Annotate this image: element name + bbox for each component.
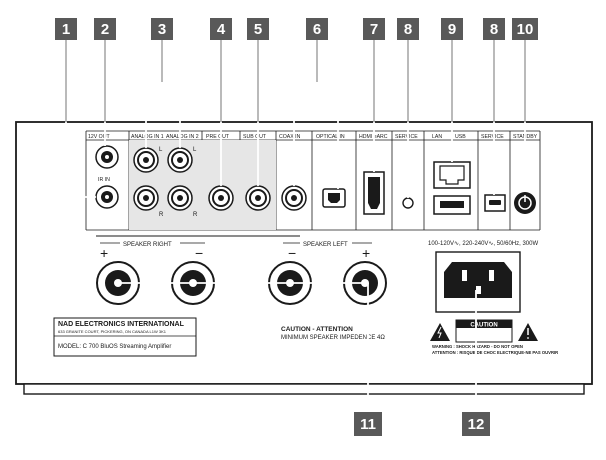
callout-1-number: 1: [62, 21, 70, 38]
rca-analog-in-2-l: [167, 147, 193, 173]
label-r-1: R: [159, 212, 164, 218]
label-analog-in-1: ANALOG IN 1: [131, 134, 164, 140]
rca-sub-out: [245, 185, 271, 211]
callout-7: 7: [363, 18, 385, 40]
callout-4-number: 4: [217, 21, 226, 38]
label-l-2: L: [193, 147, 197, 153]
warning-line-1: WARNING : SHOCK HAZARD - DO NOT OPEN: [432, 344, 523, 349]
callout-5-number: 5: [254, 21, 262, 38]
label-optical-in: OPTICAL IN: [316, 134, 345, 140]
speaker-left-label: SPEAKER LEFT: [303, 242, 348, 248]
warning-lightning-icon: [430, 323, 450, 341]
standby-button: [514, 192, 536, 214]
lan-port: [433, 161, 471, 189]
callout-9-number: 9: [448, 21, 456, 38]
rca-analog-in-1-l: [133, 147, 159, 173]
callout-6: 6: [306, 18, 328, 40]
callout-12-number: 12: [468, 416, 485, 433]
rca-coax-in: [281, 185, 307, 211]
power-rating-label: 100-120V∿, 220-240V∿, 50/60Hz, 300W: [428, 241, 538, 247]
caution-title: CAUTION - ATTENTION: [281, 326, 353, 333]
nameplate-company: NAD ELECTRONICS INTERNATIONAL: [58, 321, 185, 328]
callout-8a-number: 8: [404, 21, 412, 38]
label-pre-out: PRE OUT: [206, 134, 230, 140]
usb-port: [433, 195, 471, 215]
callout-11: 11: [354, 412, 382, 436]
label-coax-in: COAX IN: [279, 134, 301, 140]
callout-8b: 8: [483, 18, 505, 40]
leader-lines-dark: [65, 40, 526, 122]
callout-10-number: 10: [517, 21, 534, 38]
nameplate-address: 633 GRANITE COURT, PICKERING, ON CANADA …: [58, 329, 167, 334]
callout-10: 10: [512, 18, 538, 40]
label-analog-in-2: ANALOG IN 2: [166, 134, 199, 140]
nameplate: NAD ELECTRONICS INTERNATIONAL 633 GRANIT…: [53, 317, 197, 357]
nameplate-model: MODEL: C 700 BluOS Streaming Amplifier: [58, 344, 171, 350]
trigger-12v-jack: [95, 145, 119, 169]
callout-1: 1: [55, 18, 77, 40]
optical-port: [322, 188, 346, 208]
callout-8b-number: 8: [490, 21, 498, 38]
warning-line-2: ATTENTION : RISQUE DE CHOC ELECTRIQUE-NE…: [432, 350, 558, 355]
service-usb-port: [484, 194, 506, 212]
callout-11-number: 11: [360, 416, 376, 433]
speaker-left-minus: −: [288, 245, 296, 261]
callout-2: 2: [94, 18, 116, 40]
label-l-1: L: [159, 147, 163, 153]
ir-in-jack: [95, 185, 119, 209]
speaker-left-plus: +: [362, 245, 370, 261]
speaker-right-minus: −: [195, 245, 203, 261]
rca-pre-out: [208, 185, 234, 211]
speaker-right-label: SPEAKER RIGHT: [123, 242, 172, 248]
callout-5: 5: [247, 18, 269, 40]
callout-12: 12: [462, 412, 490, 436]
rca-analog-in-2-r: [167, 185, 193, 211]
label-lan: LAN: [432, 134, 442, 140]
label-sub-out: SUB OUT: [243, 134, 267, 140]
chassis-foot: [23, 383, 585, 395]
speaker-right-plus: +: [100, 245, 108, 261]
label-r-2: R: [193, 212, 198, 218]
callout-7-number: 7: [370, 21, 378, 38]
label-12v-out: 12V OUT: [88, 134, 110, 140]
label-ir-in: IR IN: [98, 177, 110, 183]
hdmi-port: [363, 171, 385, 215]
warning-block: CAUTION WARNING : SHOCK HAZARD - DO NOT …: [430, 319, 558, 355]
callout-3: 3: [151, 18, 173, 40]
label-service-2: SERVICE: [481, 134, 504, 140]
ac-power-inlet: [435, 251, 521, 313]
callout-2-number: 2: [101, 21, 109, 38]
callout-6-number: 6: [313, 21, 321, 38]
callout-4: 4: [210, 18, 232, 40]
service-pinhole: [402, 197, 414, 209]
callout-3-number: 3: [158, 21, 166, 38]
label-service-1: SERVICE: [395, 134, 418, 140]
callout-9: 9: [441, 18, 463, 40]
callout-8a: 8: [397, 18, 419, 40]
label-usb: USB: [455, 134, 466, 140]
caution-impedance: MINIMUM SPEAKER IMPEDENCE 4Ω: [281, 335, 385, 341]
rca-analog-in-1-r: [133, 185, 159, 211]
warning-title: CAUTION: [470, 323, 497, 329]
